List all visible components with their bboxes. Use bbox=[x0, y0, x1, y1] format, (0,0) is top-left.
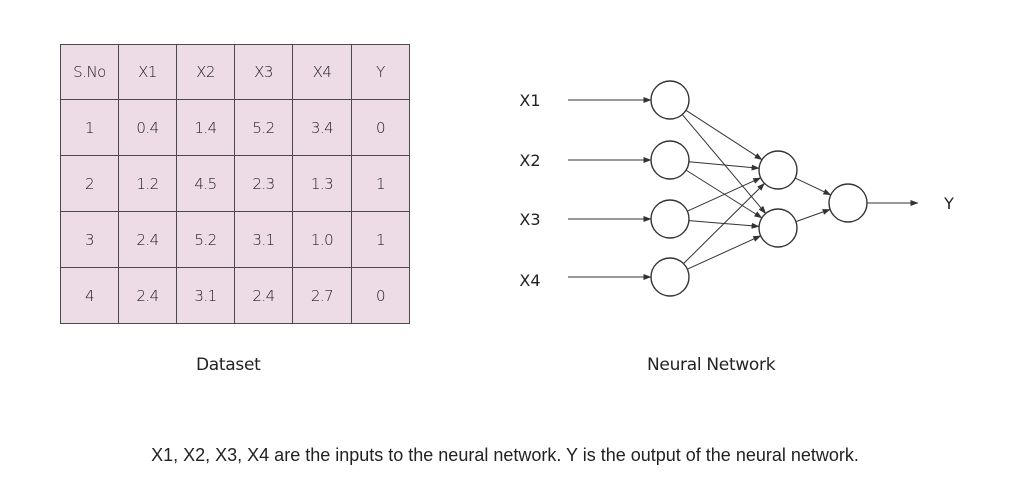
dataset-table: S.No X1 X2 X3 X4 Y 1 0.4 1.4 5.2 3.4 0 2… bbox=[60, 44, 410, 324]
table-cell: 3.1 bbox=[176, 267, 235, 324]
table-cell: 2.4 bbox=[118, 267, 177, 324]
output-label: Y bbox=[943, 194, 954, 213]
table-header-row: S.No X1 X2 X3 X4 Y bbox=[60, 44, 410, 100]
table-cell: 4 bbox=[60, 267, 119, 324]
edge-h2-out bbox=[795, 208, 831, 223]
table-cell: 4.5 bbox=[176, 155, 235, 212]
table-cell: 1.0 bbox=[292, 211, 352, 268]
input-node-3 bbox=[650, 199, 690, 239]
hidden-node-1 bbox=[758, 150, 798, 190]
table-cell: 0 bbox=[351, 99, 410, 156]
table-row: 1 0.4 1.4 5.2 3.4 0 bbox=[60, 99, 410, 156]
input-label-3: X3 bbox=[519, 210, 540, 229]
footer-note: X1, X2, X3, X4 are the inputs to the neu… bbox=[151, 445, 859, 465]
edge-in2-h1 bbox=[688, 161, 760, 171]
table-row: 2 1.2 4.5 2.3 1.3 1 bbox=[60, 155, 410, 212]
output-node bbox=[828, 183, 868, 223]
input-label-2: X2 bbox=[519, 151, 540, 170]
input-node-2 bbox=[650, 140, 690, 180]
header-cell: X1 bbox=[118, 44, 177, 100]
network-caption: Neural Network bbox=[647, 355, 776, 375]
edge-in1-h1 bbox=[685, 109, 763, 161]
table-cell: 1.2 bbox=[118, 155, 177, 212]
table-cell: 1 bbox=[60, 99, 119, 156]
dataset-caption: Dataset bbox=[196, 355, 261, 375]
table-cell: 0.4 bbox=[118, 99, 177, 156]
edge-in4-h1 bbox=[683, 183, 765, 264]
table-cell: 2.7 bbox=[292, 267, 352, 324]
table-cell: 2.3 bbox=[234, 155, 293, 212]
table-cell: 5.2 bbox=[234, 99, 293, 156]
table-cell: 0 bbox=[351, 267, 410, 324]
table-cell: 1.4 bbox=[176, 99, 235, 156]
header-cell: X2 bbox=[176, 44, 235, 100]
network-nodes bbox=[650, 80, 868, 297]
table-cell: 1.3 bbox=[292, 155, 352, 212]
table-cell: 2.4 bbox=[234, 267, 293, 324]
input-node-1 bbox=[650, 80, 690, 120]
hidden-node-2 bbox=[758, 208, 798, 248]
table-cell: 2 bbox=[60, 155, 119, 212]
table-row: 3 2.4 5.2 3.1 1.0 1 bbox=[60, 211, 410, 268]
input-label-4: X4 bbox=[519, 271, 540, 290]
edge-in1-h2 bbox=[681, 114, 767, 214]
edge-in4-h2 bbox=[687, 235, 762, 270]
header-cell: X4 bbox=[292, 44, 352, 100]
edge-h1-out bbox=[794, 177, 832, 196]
table-row: 4 2.4 3.1 2.4 2.7 0 bbox=[60, 267, 410, 324]
header-cell: S.No bbox=[60, 44, 119, 100]
edge-in3-h1 bbox=[687, 177, 762, 212]
input-label-1: X1 bbox=[519, 91, 540, 110]
table-cell: 3.1 bbox=[234, 211, 293, 268]
input-node-4 bbox=[650, 257, 690, 297]
table-cell: 3 bbox=[60, 211, 119, 268]
header-cell: Y bbox=[351, 44, 410, 100]
network-edges bbox=[568, 97, 919, 280]
